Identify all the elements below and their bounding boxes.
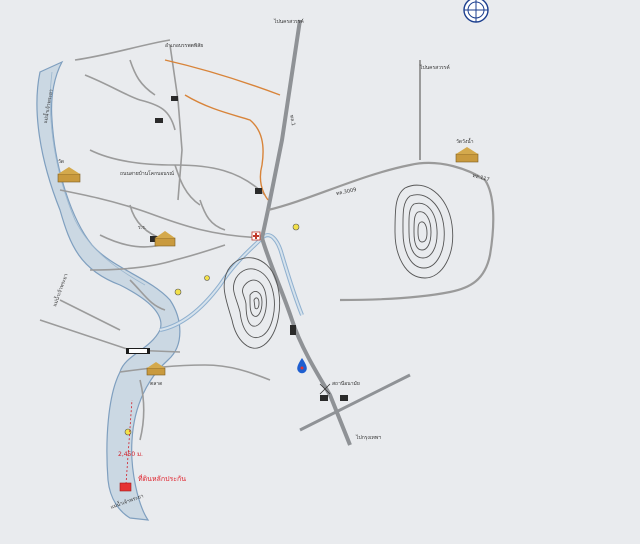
label-distance: 2,450 ม.	[118, 451, 143, 458]
compass-icon	[463, 0, 489, 23]
label-bottom-road: ไปกรุงเทพฯ	[356, 435, 381, 441]
highway-north	[260, 19, 302, 239]
label-north-right: ไปนครสวรรค์	[420, 65, 450, 71]
property-marker-icon	[119, 482, 132, 492]
gas-station-icon	[297, 358, 307, 374]
temple-icon	[455, 147, 479, 163]
local-roads	[39, 39, 271, 441]
highway-south	[260, 237, 352, 446]
river-inner-line	[49, 71, 146, 286]
label-school: ร.ร.	[138, 225, 147, 231]
junction-icon	[319, 383, 331, 395]
road-southeast	[299, 373, 411, 432]
label-highway-3: ทล.1	[288, 114, 296, 127]
label-market: ตลาด	[150, 381, 163, 387]
label-district: อำเภอบรรพตพิสัย	[165, 43, 204, 49]
label-property: ที่ดินหลักประกัน	[138, 475, 187, 483]
label-temple-left: วัด	[58, 159, 65, 165]
road-east	[267, 161, 495, 302]
hospital-icon	[251, 231, 261, 241]
mountain-contours-east	[394, 184, 454, 279]
mountain-contours-center	[223, 257, 281, 349]
temple-icon	[57, 167, 81, 183]
temple-icon	[154, 231, 176, 247]
orange-road	[164, 59, 281, 201]
label-office: สถานีอนามัย	[332, 381, 360, 387]
label-north-top: ไปนครสวรรค์	[274, 19, 304, 25]
temple-icon	[146, 362, 166, 376]
label-road-junction: ถนนสายบ้านโคกบอนรณ์	[120, 171, 175, 177]
label-temple-right: วัดวังน้ำ	[456, 139, 474, 145]
bridge-icon	[126, 348, 150, 354]
